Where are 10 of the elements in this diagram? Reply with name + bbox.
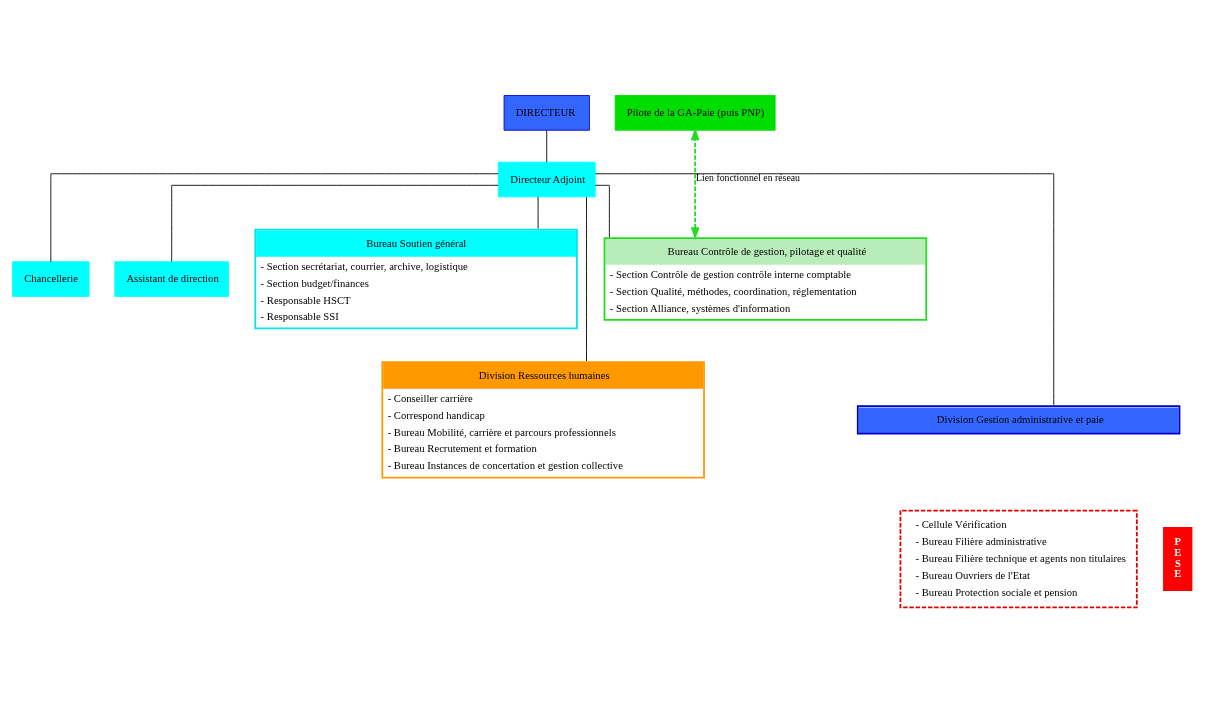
edge-label: Lien fonctionnel en réseau: [696, 171, 800, 183]
arrow: [690, 127, 700, 240]
connector: [586, 196, 587, 361]
connector: [594, 172, 1055, 405]
connector: [546, 129, 548, 163]
node-box: P E S E: [1163, 526, 1193, 591]
connector: [50, 172, 499, 262]
connector: [171, 184, 499, 262]
connector: [594, 184, 610, 238]
node-box: - Cellule Vérification - Bureau Filière administrative - Bureau Filière technique et agents non titulaires - Bureau Ouvriers de l'Etat - Bureau Protection sociale et pension: [899, 509, 1138, 608]
